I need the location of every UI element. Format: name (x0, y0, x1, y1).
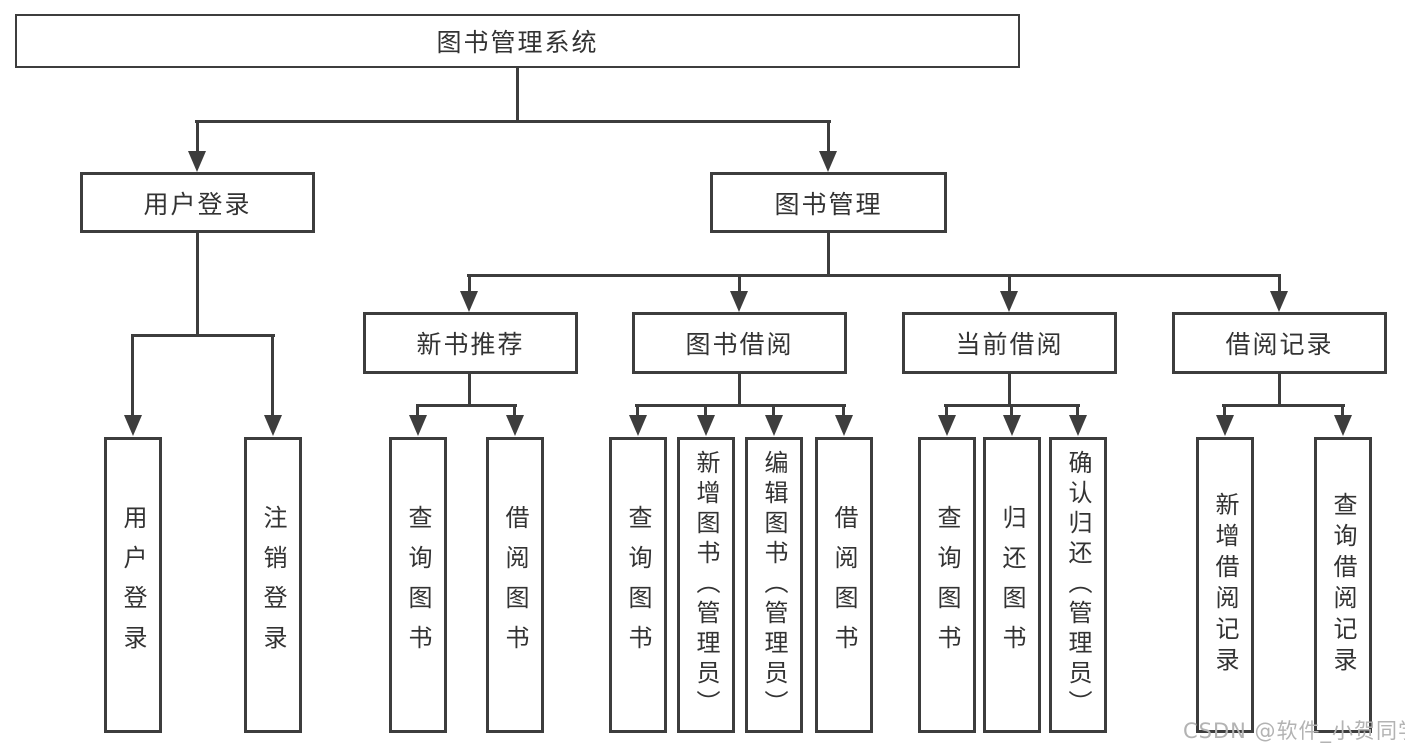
arrow-down-icon (629, 415, 647, 436)
leaf-confirm-return-admin: 确认归还（管理员） (1049, 437, 1107, 733)
leaf-borrow-books: 借阅图书 (486, 437, 544, 733)
leaf-user-login: 用户登录 (104, 437, 162, 733)
connector-line (1076, 404, 1079, 416)
node-label: 图书管理系统 (436, 28, 599, 57)
connector-line (1222, 404, 1345, 407)
arrow-down-icon (938, 415, 956, 436)
arrow-down-icon (460, 291, 478, 312)
connector-line (1010, 404, 1013, 416)
connector-line (1008, 274, 1011, 292)
arrow-down-icon (1000, 291, 1018, 312)
connector-line (704, 404, 707, 416)
connector-line (1278, 274, 1281, 292)
connector-line (131, 334, 134, 415)
connector-line (738, 274, 741, 292)
connector-line (827, 233, 830, 277)
leaf-query-books: 查询图书 (918, 437, 976, 733)
leaf-query-borrow-record: 查询借阅记录 (1314, 437, 1372, 733)
node-book-management: 图书管理 (710, 172, 947, 233)
connector-line (1223, 404, 1226, 416)
connector-line (1278, 374, 1281, 406)
leaf-add-books-admin: 新增图书（管理员） (677, 437, 735, 733)
leaf-label: 注销登录 (259, 505, 287, 665)
arrow-down-icon (1069, 415, 1087, 436)
arrow-down-icon (1334, 415, 1352, 436)
leaf-label: 借阅图书 (830, 505, 858, 665)
arrow-down-icon (730, 291, 748, 312)
leaf-label: 归还图书 (998, 505, 1026, 665)
connector-line (195, 120, 831, 123)
connector-line (196, 233, 199, 336)
watermark: CSDN @软件_小贺同学 (1183, 719, 1405, 743)
leaf-query-books: 查询图书 (609, 437, 667, 733)
node-current-borrowing: 当前借阅 (902, 312, 1117, 374)
connector-line (513, 404, 516, 416)
leaf-label: 查询借阅记录 (1329, 492, 1357, 678)
node-label: 图书管理 (774, 189, 883, 219)
leaf-label: 编辑图书（管理员） (760, 450, 788, 720)
leaf-label: 借阅图书 (501, 505, 529, 665)
arrow-down-icon (264, 415, 282, 436)
arrow-down-icon (188, 151, 206, 172)
arrow-down-icon (506, 415, 524, 436)
connector-line (945, 404, 948, 416)
arrow-down-icon (819, 151, 837, 172)
connector-line (635, 404, 846, 407)
arrow-down-icon (409, 415, 427, 436)
leaf-return-books: 归还图书 (983, 437, 1041, 733)
connector-line (271, 334, 274, 415)
arrow-down-icon (697, 415, 715, 436)
node-new-book-recommendation: 新书推荐 (363, 312, 578, 374)
connector-line (1341, 404, 1344, 416)
node-label: 用户登录 (143, 189, 252, 219)
arrow-down-icon (835, 415, 853, 436)
connector-line (1008, 374, 1011, 406)
node-book-borrowing: 图书借阅 (632, 312, 847, 374)
node-label: 借阅记录 (1225, 330, 1334, 359)
connector-line (738, 374, 741, 406)
leaf-query-books: 查询图书 (389, 437, 447, 733)
connector-line (636, 404, 639, 416)
node-label: 图书借阅 (685, 330, 794, 359)
leaf-label: 用户登录 (119, 505, 147, 665)
leaf-edit-books-admin: 编辑图书（管理员） (745, 437, 803, 733)
leaf-add-borrow-record: 新增借阅记录 (1196, 437, 1254, 733)
arrow-down-icon (1270, 291, 1288, 312)
leaf-logout-login: 注销登录 (244, 437, 302, 733)
connector-line (516, 68, 519, 123)
connector-line (131, 334, 275, 337)
connector-line (842, 404, 845, 416)
connector-line (467, 274, 1281, 277)
node-label: 当前借阅 (955, 330, 1064, 359)
connector-line (468, 374, 471, 406)
leaf-label: 查询图书 (624, 505, 652, 665)
leaf-label: 查询图书 (933, 505, 961, 665)
connector-line (827, 120, 830, 153)
connector-line (772, 404, 775, 416)
node-label: 新书推荐 (416, 330, 525, 359)
leaf-borrow-books: 借阅图书 (815, 437, 873, 733)
connector-line (416, 404, 517, 407)
node-library-management-system: 图书管理系统 (15, 14, 1020, 68)
connector-line (416, 404, 419, 416)
arrow-down-icon (1003, 415, 1021, 436)
leaf-label: 新增借阅记录 (1211, 492, 1239, 678)
arrow-down-icon (1216, 415, 1234, 436)
leaf-label: 新增图书（管理员） (692, 450, 720, 720)
connector-line (468, 274, 471, 292)
leaf-label: 查询图书 (404, 505, 432, 665)
leaf-label: 确认归还（管理员） (1064, 450, 1092, 720)
node-borrowing-records: 借阅记录 (1172, 312, 1387, 374)
arrow-down-icon (765, 415, 783, 436)
connector-line (196, 120, 199, 153)
node-user-login: 用户登录 (80, 172, 315, 233)
arrow-down-icon (124, 415, 142, 436)
